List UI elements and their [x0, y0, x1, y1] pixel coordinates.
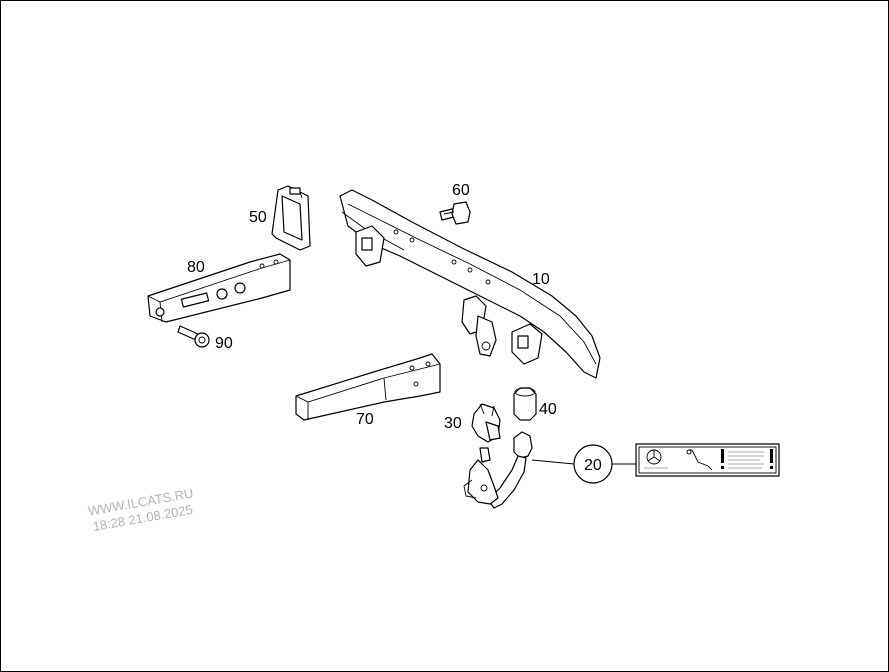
part-90-screw[interactable]: [177, 325, 210, 348]
part-50-module[interactable]: [271, 185, 311, 251]
label-70: 70: [356, 411, 374, 428]
label-fine-print: [644, 451, 764, 469]
exclamation-icon: [721, 449, 724, 469]
label-30: 30: [444, 415, 462, 432]
part-20-tow-ball[interactable]: [463, 431, 533, 509]
leader-line-20: [531, 459, 575, 465]
tow-hook-icon: [686, 449, 713, 471]
label-60: 60: [452, 182, 470, 199]
label-10: 10: [532, 271, 550, 288]
label-20: 20: [584, 457, 602, 474]
mercedes-star-icon: [646, 449, 662, 465]
exclamation-icon: [770, 449, 773, 469]
label-40: 40: [539, 401, 557, 418]
label-80: 80: [187, 259, 205, 276]
part-70-side-bracket[interactable]: [295, 353, 441, 421]
label-90: 90: [215, 335, 233, 352]
part-80-bracket[interactable]: [147, 253, 291, 323]
warning-label-plate[interactable]: [635, 443, 780, 477]
part-60-bolt[interactable]: [439, 201, 471, 225]
part-30-socket[interactable]: [471, 403, 501, 443]
part-10-crossmember[interactable]: [339, 189, 601, 379]
label-50: 50: [249, 209, 267, 226]
watermark: WWW.ILCATS.RU 18:28 21.08.2025: [87, 485, 195, 534]
part-40-cap[interactable]: [513, 387, 537, 421]
